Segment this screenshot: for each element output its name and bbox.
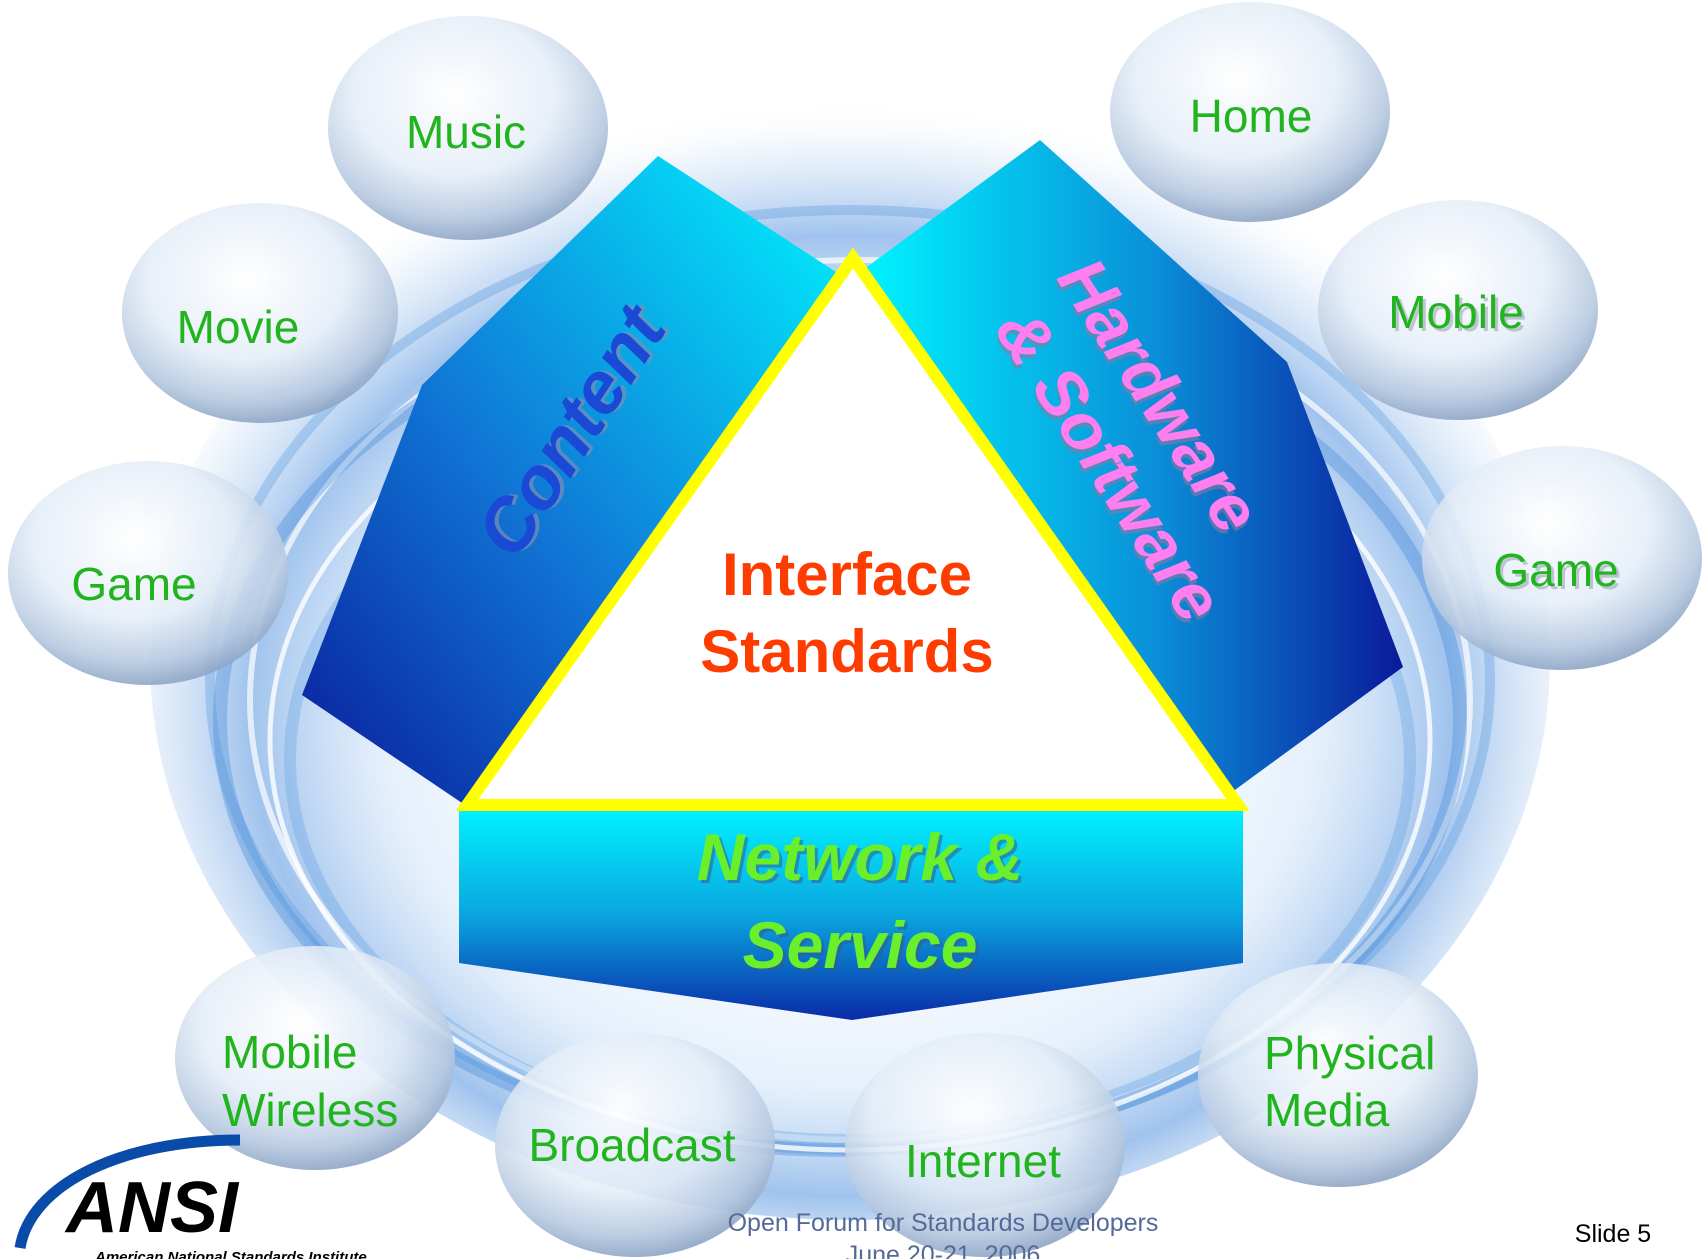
network-label-2: Service (743, 908, 978, 982)
network-label-1: Network & (697, 820, 1023, 894)
bubble-label-internet: Internet (905, 1135, 1061, 1187)
footer-line2: June 20-21, 2006 (846, 1241, 1041, 1259)
center-title-line1: Interface (722, 541, 972, 608)
bubble-shadow-mobile: Mobile (1391, 289, 1527, 341)
content-band: Content Content (302, 156, 836, 805)
bubble-music: Music (328, 16, 608, 240)
bubble-label-mobile-wireless-1: Mobile (222, 1026, 358, 1078)
bubble-label-physical-media-2: Media (1264, 1084, 1390, 1136)
bubble-label-game-right: Game (1493, 544, 1618, 596)
logo-subtitle: American National Standards Institute (94, 1249, 367, 1259)
bubble-internet: Internet (845, 1033, 1125, 1257)
bubble-physical-media: Physical Media (1198, 963, 1478, 1187)
bubble-movie: Movie (122, 203, 398, 423)
bubble-label-mobile: Mobile (1388, 286, 1524, 338)
bubble-game-right: Game Game (1422, 446, 1702, 670)
footer-line1: Open Forum for Standards Developers (728, 1209, 1159, 1237)
network-service-band: Network & Network & Service Service (459, 805, 1243, 1020)
bubble-label-broadcast: Broadcast (528, 1119, 735, 1171)
bubble-home: Home (1110, 2, 1390, 222)
bubble-game-left: Game (8, 461, 288, 685)
logo-swoosh (14, 1134, 241, 1250)
ansi-logo: ANSI American National Standards Institu… (14, 1134, 367, 1259)
bubble-label-game-left: Game (71, 558, 196, 610)
bubble-mobile: Mobile Mobile (1318, 200, 1598, 420)
bubble-label-music: Music (406, 106, 526, 158)
bubble-mobile-wireless: Mobile Wireless (175, 946, 455, 1170)
interface-standards-triangle: Interface Standards (455, 247, 1250, 811)
bubble-label-home: Home (1190, 90, 1313, 142)
bubble-label-physical-media-1: Physical (1264, 1027, 1435, 1079)
network-label-1-shadow: Network & (700, 823, 1026, 897)
bubble-label-movie: Movie (177, 301, 300, 353)
bubble-label-mobile-wireless-2: Wireless (222, 1084, 398, 1136)
center-title-line2: Standards (700, 618, 993, 685)
slide-number: Slide 5 (1575, 1220, 1651, 1248)
bubble-shadow-game-right: Game (1496, 547, 1621, 599)
network-label-2-shadow: Service (746, 911, 981, 985)
bubble-broadcast: Broadcast (495, 1033, 775, 1257)
logo-wordmark: ANSI (64, 1168, 240, 1248)
